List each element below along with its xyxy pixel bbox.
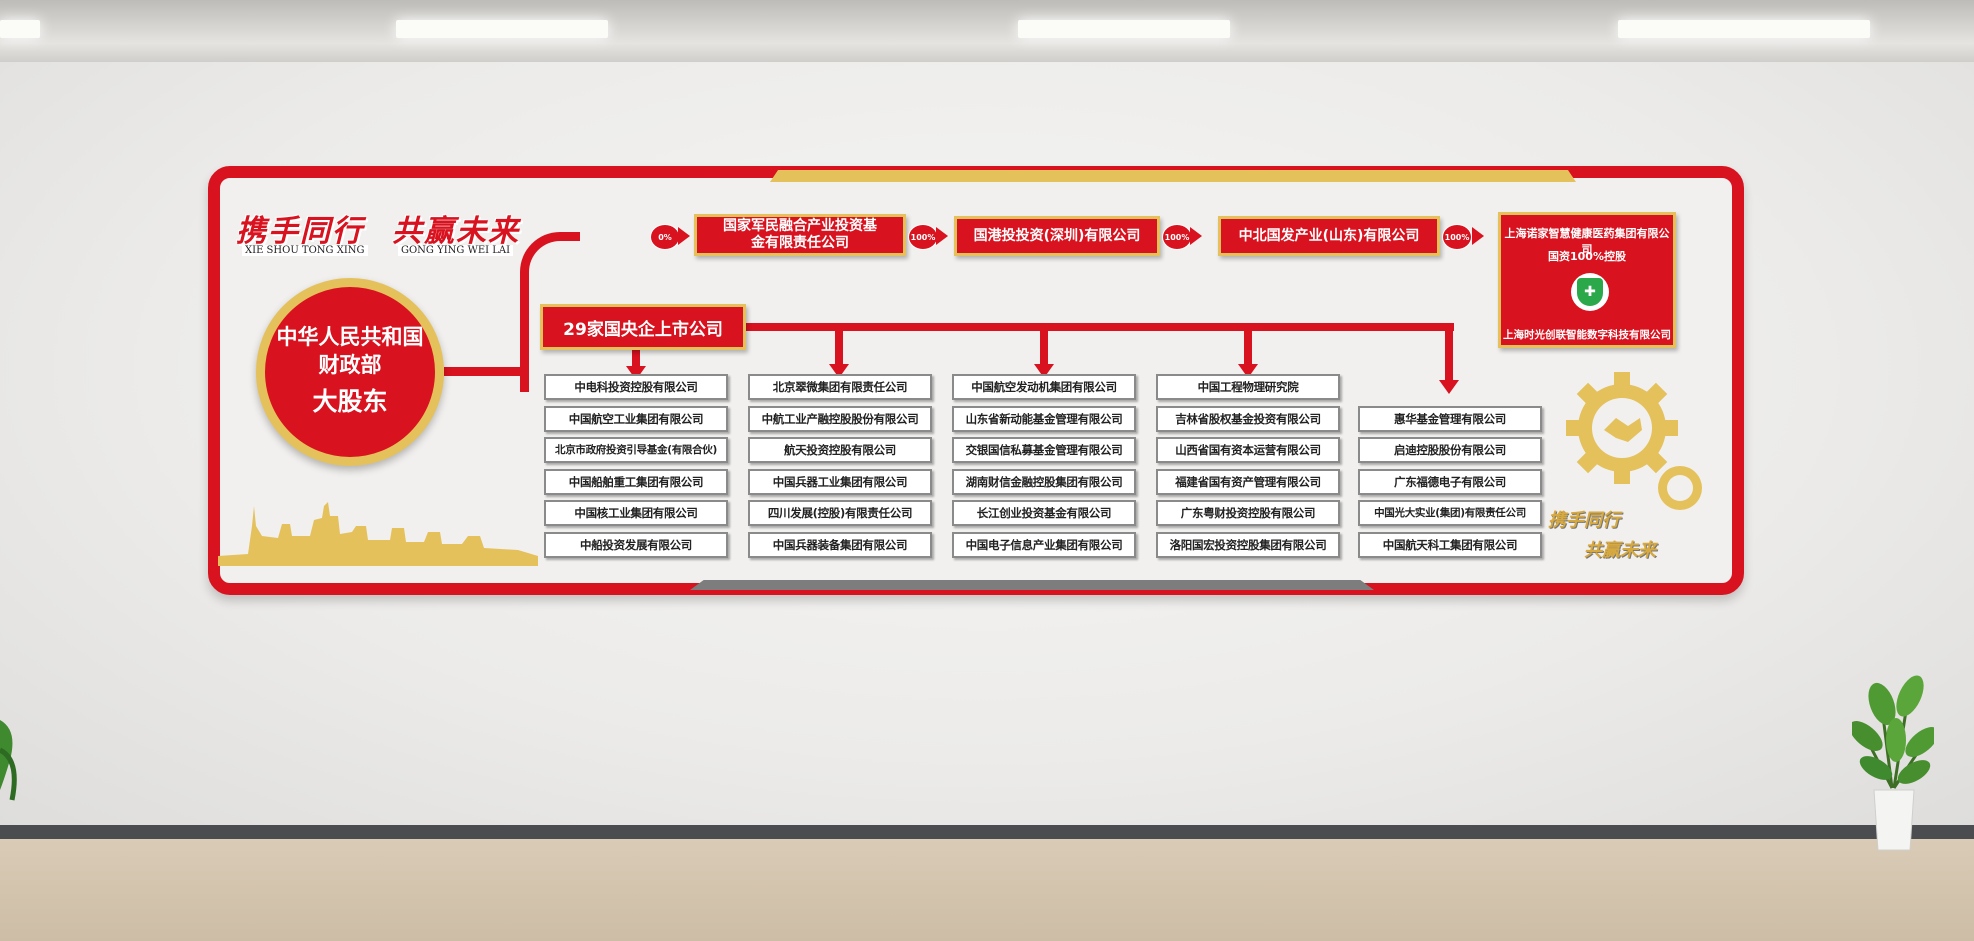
side-slogan-line2: 共赢未来 <box>1584 540 1656 561</box>
final-company-line1: 上海诺家智慧健康医药集团有限公司 <box>1504 227 1670 256</box>
central-title: 29家国央企上市公司 <box>540 304 746 350</box>
company-item: 中国工程物理研究院 <box>1156 374 1340 400</box>
company-column-1: 中电科投资控股有限公司 中国航空工业集团有限公司 北京市政府投资引导基金(有限合… <box>544 374 728 564</box>
company-item: 山西省国有资本运营有限公司 <box>1156 437 1340 464</box>
company-item: 中船投资发展有限公司 <box>544 531 728 558</box>
company-item: 中国核工业集团有限公司 <box>544 500 728 527</box>
gold-strip <box>770 170 1576 182</box>
percent-badge: 100% <box>1442 224 1472 250</box>
percent-badge: 0% <box>650 224 680 250</box>
company-item: 中国航天科工集团有限公司 <box>1358 531 1542 558</box>
branch-line <box>632 350 640 370</box>
shareholder-line3: 大股东 <box>312 387 388 416</box>
company-item: 中国航空发动机集团有限公司 <box>952 374 1136 400</box>
company-item: 中国电子信息产业集团有限公司 <box>952 531 1136 558</box>
chain-box-3: 中北国发产业(山东)有限公司 <box>1218 216 1440 256</box>
company-item: 北京翠微集团有限责任公司 <box>748 374 932 400</box>
company-item: 中国兵器装备集团有限公司 <box>748 531 932 558</box>
company-item: 北京市政府投资引导基金(有限合伙) <box>544 437 728 464</box>
percent-badge: 100% <box>908 224 938 250</box>
ceiling <box>0 0 1974 62</box>
shareholder-line1: 中华人民共和国 <box>276 325 424 349</box>
company-item: 四川发展(控股)有限责任公司 <box>748 500 932 527</box>
slogan-left: 携手同行 <box>236 214 364 249</box>
chain-box-2: 国港投投资(深圳)有限公司 <box>954 216 1160 256</box>
company-column-2: 北京翠微集团有限责任公司 中航工业产融控股股份有限公司 航天投资控股有限公司 中… <box>748 374 932 564</box>
slogan-right: 共赢未来 <box>392 214 520 249</box>
slogan-right-pinyin: GONG YING WEI LAI <box>398 245 514 256</box>
chain-box-1: 国家军民融合产业投资基金有限责任公司 <box>694 214 906 256</box>
connector-line <box>560 232 580 241</box>
ceiling-light <box>396 20 608 38</box>
slogan-left-pinyin: XIE SHOU TONG XING <box>242 245 368 256</box>
percent-badge: 100% <box>1162 224 1192 250</box>
baseboard <box>0 825 1974 839</box>
shareholder-line2: 财政部 <box>318 353 382 377</box>
plant-left <box>0 720 17 801</box>
arrow-right-icon <box>936 227 948 245</box>
company-column-4: 中国工程物理研究院 吉林省股权基金投资有限公司 山西省国有资本运营有限公司 福建… <box>1156 374 1340 564</box>
company-item: 中国船舶重工集团有限公司 <box>544 468 728 495</box>
floor <box>0 839 1974 941</box>
company-item: 吉林省股权基金投资有限公司 <box>1156 405 1340 432</box>
side-slogan-line1: 携手同行 <box>1548 510 1620 531</box>
company-item: 湖南财信金融控股集团有限公司 <box>952 468 1136 495</box>
company-column-5: 惠华基金管理有限公司 启迪控股股份有限公司 广东福德电子有限公司 中国光大实业(… <box>1358 405 1542 564</box>
display-board: 携手同行 共赢未来 XIE SHOU TONG XING GONG YING W… <box>208 166 1744 595</box>
shield-icon: ✚ <box>1577 278 1603 306</box>
company-item: 广东福德电子有限公司 <box>1358 468 1542 495</box>
arrow-down-icon <box>1439 380 1459 394</box>
final-company-line3: 上海时光创联智能数字科技有限公司 <box>1503 329 1671 341</box>
grey-strip <box>690 580 1374 590</box>
ceiling-light <box>1018 20 1230 38</box>
ceiling-light <box>0 20 40 38</box>
company-item: 中电科投资控股有限公司 <box>544 374 728 400</box>
company-item: 中航工业产融控股股份有限公司 <box>748 405 932 432</box>
ceiling-light <box>1618 20 1870 38</box>
company-item: 广东粤财投资控股有限公司 <box>1156 500 1340 527</box>
connector-path <box>520 232 570 392</box>
branch-line <box>1040 331 1048 367</box>
company-item: 中国兵器工业集团有限公司 <box>748 468 932 495</box>
branch-line <box>835 331 843 367</box>
company-column-3: 中国航空发动机集团有限公司 山东省新动能基金管理有限公司 交银国信私募基金管理有… <box>952 374 1136 564</box>
gears-icon <box>1566 372 1702 510</box>
company-item: 福建省国有资产管理有限公司 <box>1156 468 1340 495</box>
final-company-box: 上海诺家智慧健康医药集团有限公司 国资100%控股 ✚ 上海时光创联智能数字科技… <box>1498 212 1676 348</box>
company-item: 航天投资控股有限公司 <box>748 437 932 464</box>
city-skyline <box>218 502 538 566</box>
logo-badge: ✚ <box>1571 273 1609 311</box>
company-item: 长江创业投资基金有限公司 <box>952 500 1136 527</box>
branch-line <box>746 323 1454 331</box>
arrow-right-icon <box>1190 227 1202 245</box>
company-item: 启迪控股股份有限公司 <box>1358 437 1542 464</box>
potted-plant <box>1852 675 1934 851</box>
shareholder-circle: 中华人民共和国 财政部 大股东 <box>256 278 444 466</box>
company-item: 山东省新动能基金管理有限公司 <box>952 405 1136 432</box>
company-item: 洛阳国宏投资控股集团有限公司 <box>1156 531 1340 558</box>
arrow-right-icon <box>1472 227 1484 245</box>
branch-line <box>1445 323 1453 383</box>
company-item: 交银国信私募基金管理有限公司 <box>952 437 1136 464</box>
company-item: 中国光大实业(集团)有限责任公司 <box>1358 500 1542 527</box>
arrow-right-icon <box>678 227 690 245</box>
final-company-line2: 国资100%控股 <box>1548 250 1626 263</box>
company-item: 中国航空工业集团有限公司 <box>544 405 728 432</box>
connector-line <box>444 367 529 376</box>
company-item: 惠华基金管理有限公司 <box>1358 405 1542 432</box>
branch-line <box>1244 331 1252 367</box>
